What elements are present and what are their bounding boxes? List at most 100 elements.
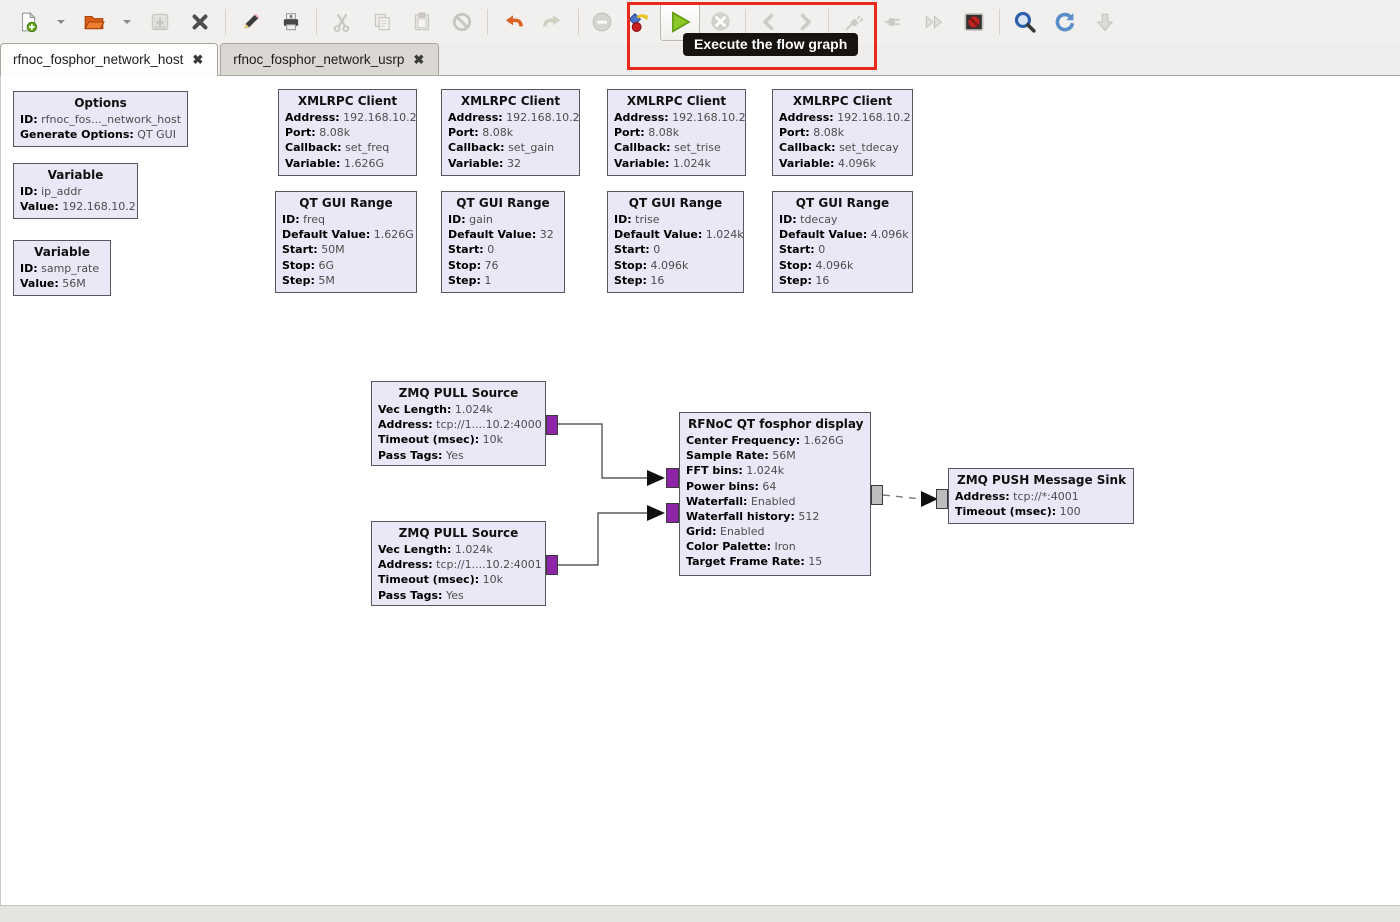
block-param: Callback: set_trise bbox=[614, 141, 721, 155]
block-param: Default Value: 4.096k bbox=[779, 228, 909, 242]
flowgraph-errors-button[interactable] bbox=[620, 4, 660, 40]
input-port[interactable] bbox=[666, 503, 679, 523]
block-param: Stop: 6G bbox=[282, 258, 335, 272]
block-param: Step: 5M bbox=[282, 273, 335, 287]
open-dropdown-button[interactable] bbox=[114, 4, 140, 40]
find-button[interactable] bbox=[1005, 4, 1045, 40]
screen-stop-button[interactable] bbox=[954, 4, 994, 40]
tab-label: rfnoc_fosphor_network_host bbox=[13, 52, 184, 67]
fast-forward-icon bbox=[925, 14, 943, 29]
block-param: Callback: set_freq bbox=[285, 141, 390, 155]
block-param: Default Value: 32 bbox=[448, 228, 554, 242]
block-rfnoc-qt-fosphor-display[interactable]: RFNoC QT fosphor display Center Frequenc… bbox=[679, 412, 871, 576]
copy-button[interactable] bbox=[362, 4, 402, 40]
connection-wire[interactable] bbox=[558, 512, 647, 566]
block-title: XMLRPC Client bbox=[792, 94, 893, 108]
paste-button[interactable] bbox=[402, 4, 442, 40]
output-port[interactable] bbox=[546, 415, 558, 435]
block-title: ZMQ PUSH Message Sink bbox=[957, 473, 1127, 487]
block-variable-ip-addr[interactable]: Variable ID: ip_addr Value: 192.168.10.2 bbox=[13, 163, 138, 220]
tab-close-icon[interactable]: ✖ bbox=[192, 51, 204, 67]
output-port[interactable] bbox=[546, 555, 558, 575]
chevron-left-icon bbox=[762, 13, 774, 30]
kill-button[interactable] bbox=[700, 4, 740, 40]
block-param: Step: 16 bbox=[779, 273, 830, 287]
close-x-icon bbox=[192, 14, 208, 29]
block-zmq-push-message-sink[interactable]: ZMQ PUSH Message Sink Address: tcp://*:4… bbox=[948, 468, 1134, 525]
block-param: Address: tcp://1....10.2:4000 bbox=[378, 418, 542, 432]
open-folder-icon bbox=[84, 15, 105, 29]
copy-icon bbox=[374, 13, 390, 30]
connect-button[interactable] bbox=[874, 4, 914, 40]
block-variable-samp-rate[interactable]: Variable ID: samp_rate Value: 56M bbox=[13, 240, 111, 297]
toolbar-separator bbox=[487, 8, 488, 35]
block-zmq-pull-source-1[interactable]: ZMQ PULL Source Vec Length: 1.024k Addre… bbox=[371, 381, 546, 466]
chevron-left-button[interactable] bbox=[751, 4, 787, 40]
flowgraph-canvas[interactable]: Options ID: rfnoc_fos..._network_host Ge… bbox=[0, 76, 1400, 906]
disconnect-button[interactable] bbox=[834, 4, 874, 40]
message-input-port[interactable] bbox=[936, 489, 948, 509]
message-connection-wire[interactable] bbox=[882, 494, 922, 500]
arrow-down-button[interactable] bbox=[1085, 4, 1125, 40]
block-options[interactable]: Options ID: rfnoc_fos..._network_host Ge… bbox=[13, 91, 188, 148]
clipboard-icon bbox=[414, 12, 430, 30]
block-xmlrpc-client-trise[interactable]: XMLRPC Client Address: 192.168.10.2 Port… bbox=[607, 89, 746, 176]
new-flowgraph-button[interactable] bbox=[8, 4, 48, 40]
toolbar-separator bbox=[999, 8, 1000, 35]
block-xmlrpc-client-gain[interactable]: XMLRPC Client Address: 192.168.10.2 Port… bbox=[441, 89, 580, 176]
block-param: Waterfall: Enabled bbox=[686, 494, 796, 508]
cut-button[interactable] bbox=[322, 4, 362, 40]
tab-close-icon[interactable]: ✖ bbox=[413, 51, 425, 67]
minus-circle-icon bbox=[592, 12, 612, 31]
block-xmlrpc-client-tdecay[interactable]: XMLRPC Client Address: 192.168.10.2 Port… bbox=[772, 89, 913, 176]
block-param: Callback: set_gain bbox=[448, 141, 555, 155]
toolbar-separator bbox=[745, 8, 746, 35]
input-port[interactable] bbox=[666, 468, 679, 488]
magnifier-icon bbox=[1014, 11, 1036, 33]
block-param: Value: 192.168.10.2 bbox=[20, 200, 136, 214]
edit-pencil-button[interactable] bbox=[231, 4, 271, 40]
undo-arrow-icon bbox=[505, 14, 523, 27]
block-param: ID: gain bbox=[448, 213, 493, 226]
undo-button[interactable] bbox=[493, 4, 533, 40]
tab-rfnoc-fosphor-network-host[interactable]: rfnoc_fosphor_network_host ✖ bbox=[0, 43, 219, 76]
chevron-right-button[interactable] bbox=[787, 4, 823, 40]
bypass-button[interactable] bbox=[914, 4, 954, 40]
connection-wire[interactable] bbox=[558, 423, 647, 479]
block-qt-gui-range-gain[interactable]: QT GUI Range ID: gain Default Value: 32 … bbox=[441, 191, 565, 293]
block-param: ID: ip_addr bbox=[20, 185, 82, 198]
tab-rfnoc-fosphor-network-usrp[interactable]: rfnoc_fosphor_network_usrp ✖ bbox=[220, 43, 440, 75]
block-param: Sample Rate: 56M bbox=[686, 449, 796, 463]
new-dropdown-button[interactable] bbox=[48, 4, 74, 40]
status-bar bbox=[0, 905, 1400, 922]
block-param: Address: 192.168.10.2 bbox=[614, 111, 746, 124]
block-param: Variable: 1.626G bbox=[285, 156, 384, 170]
message-output-port[interactable] bbox=[871, 485, 883, 505]
redo-button[interactable] bbox=[533, 4, 573, 40]
block-qt-gui-range-freq[interactable]: QT GUI Range ID: freq Default Value: 1.6… bbox=[275, 191, 417, 293]
reload-button[interactable] bbox=[1045, 4, 1085, 40]
block-xmlrpc-client-freq[interactable]: XMLRPC Client Address: 192.168.10.2 Port… bbox=[278, 89, 417, 176]
highlight-box bbox=[627, 2, 877, 70]
close-button[interactable] bbox=[180, 4, 220, 40]
chevron-right-icon bbox=[800, 13, 812, 30]
execute-tooltip: Execute the flow graph bbox=[683, 33, 859, 56]
block-qt-gui-range-trise[interactable]: QT GUI Range ID: trise Default Value: 1.… bbox=[607, 191, 744, 293]
save-button[interactable] bbox=[140, 4, 180, 40]
plug-icon bbox=[885, 17, 900, 26]
down-arrow-icon bbox=[1096, 13, 1114, 31]
block-zmq-pull-source-2[interactable]: ZMQ PULL Source Vec Length: 1.024k Addre… bbox=[371, 521, 546, 606]
block-title: XMLRPC Client bbox=[626, 94, 727, 108]
block-param: ID: trise bbox=[614, 213, 660, 226]
print-button[interactable] bbox=[271, 4, 311, 40]
delete-button[interactable] bbox=[442, 4, 482, 40]
new-file-icon bbox=[21, 11, 38, 32]
block-qt-gui-range-tdecay[interactable]: QT GUI Range ID: tdecay Default Value: 4… bbox=[772, 191, 913, 293]
block-param: Port: 8.08k bbox=[779, 126, 845, 140]
block-param: Variable: 1.024k bbox=[614, 156, 711, 170]
tab-bar: rfnoc_fosphor_network_host ✖ rfnoc_fosph… bbox=[0, 43, 1400, 76]
hide-disabled-button[interactable] bbox=[584, 4, 620, 40]
block-param: Timeout (msec): 10k bbox=[378, 433, 503, 447]
block-param: Default Value: 1.024k bbox=[614, 228, 744, 242]
open-button[interactable] bbox=[74, 4, 114, 40]
